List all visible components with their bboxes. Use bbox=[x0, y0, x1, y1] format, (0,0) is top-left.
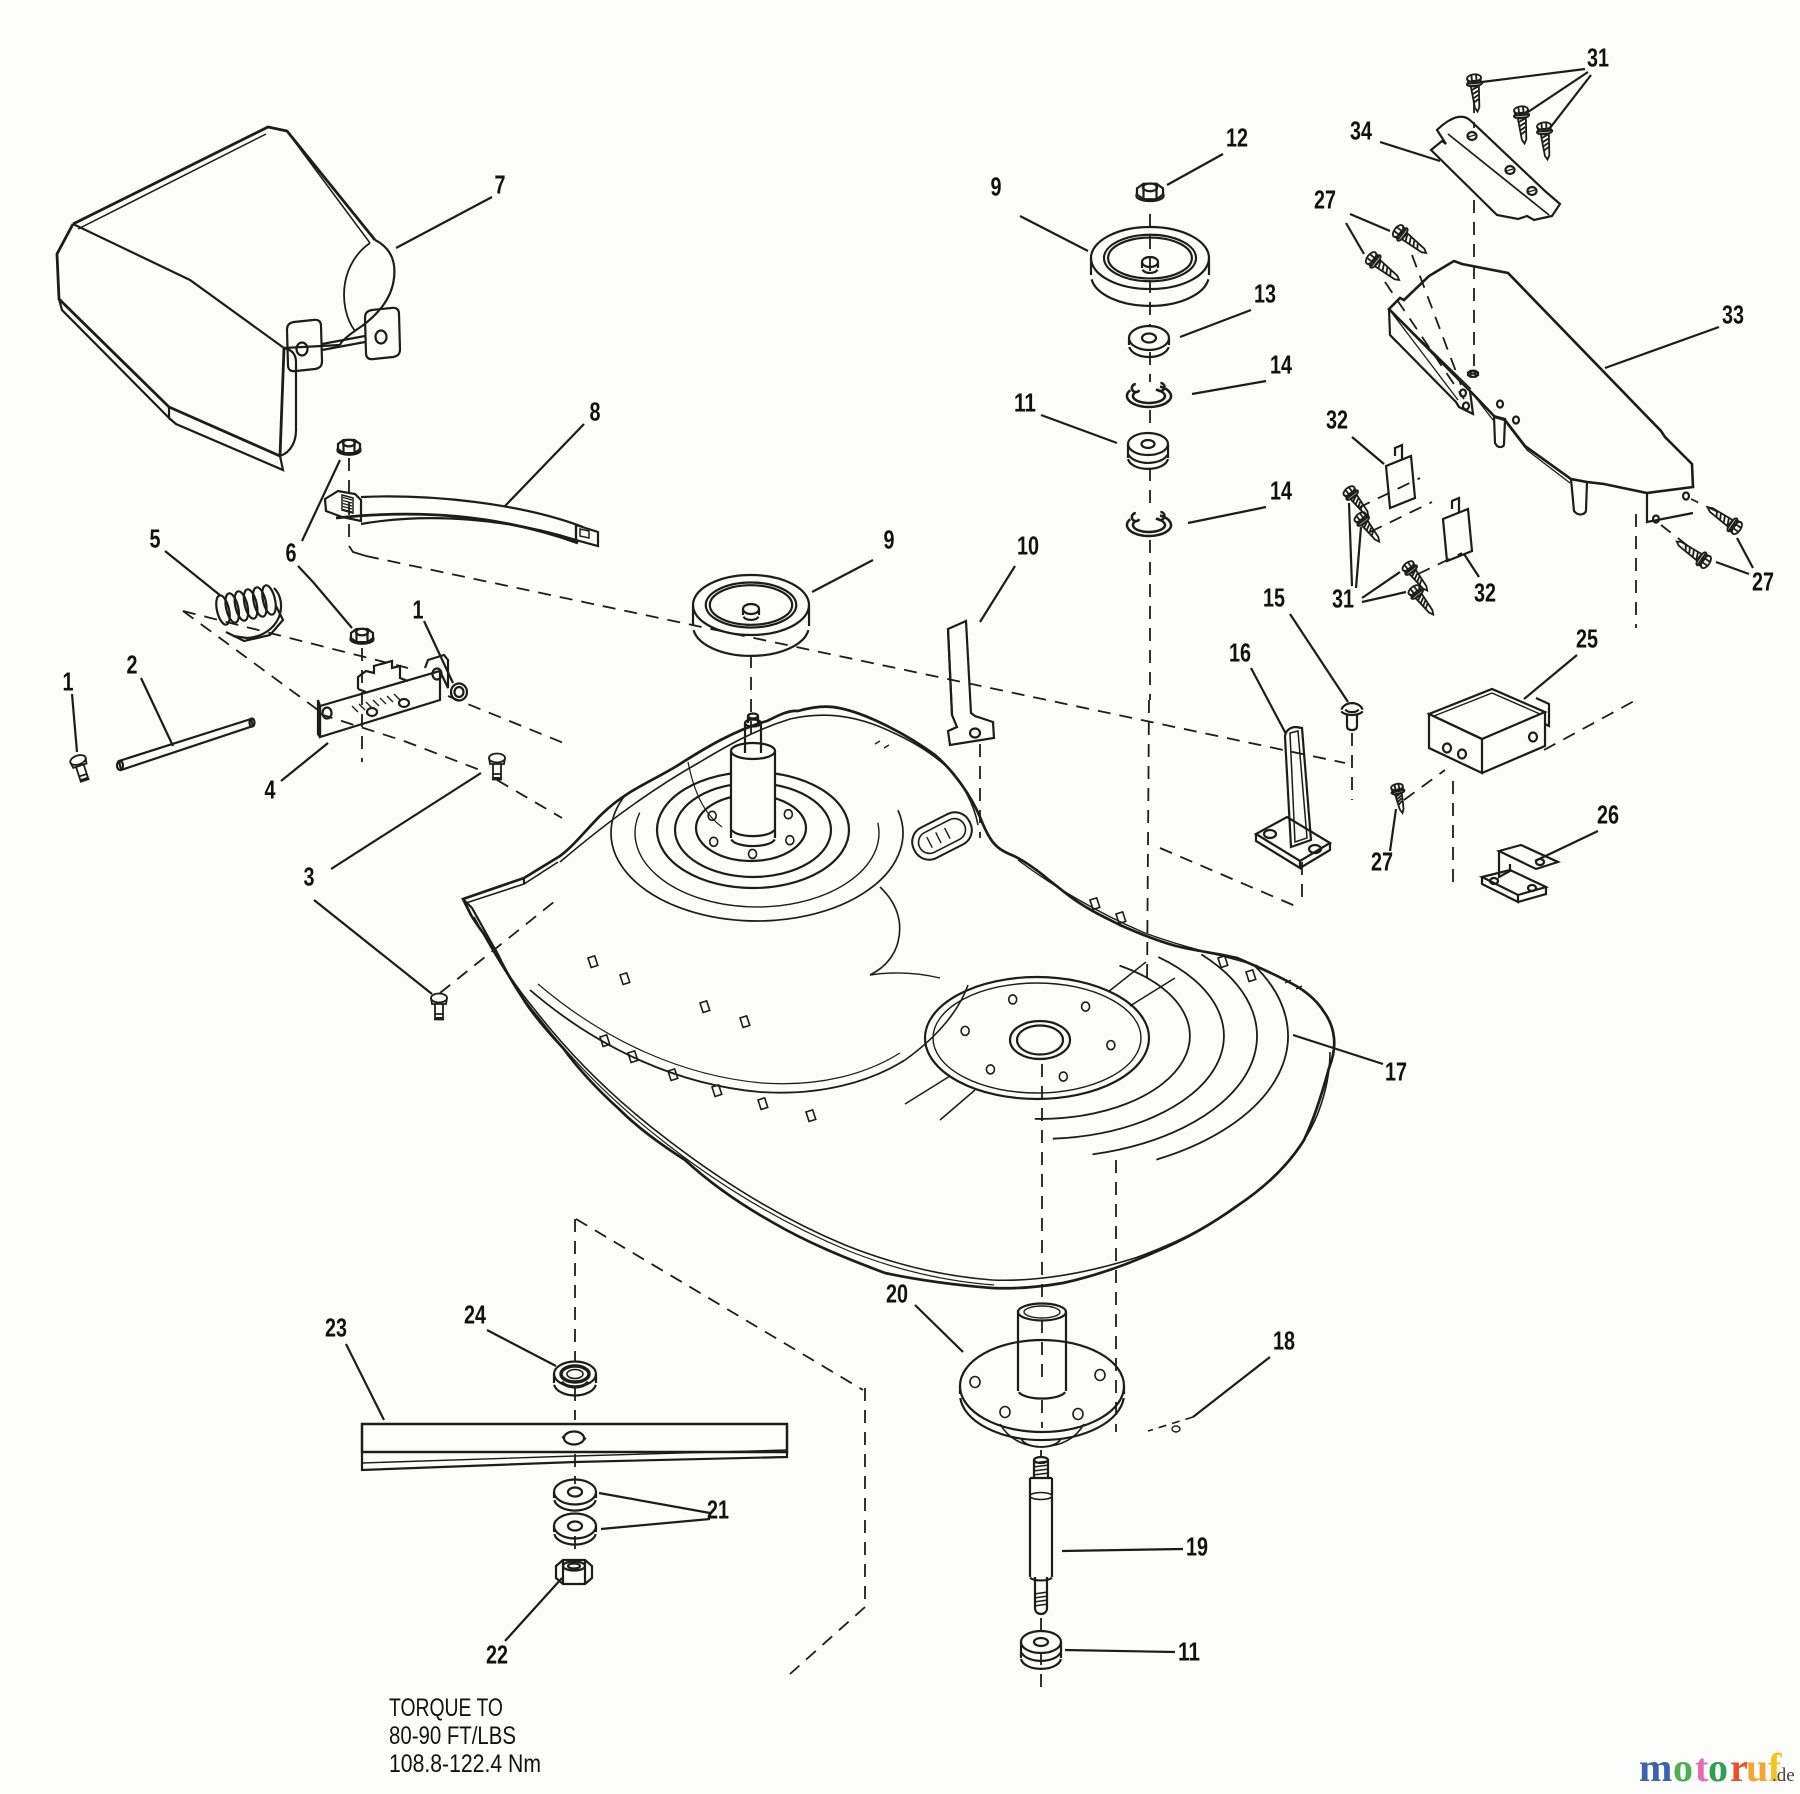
svg-text:4: 4 bbox=[265, 775, 276, 805]
svg-text:80-90 FT/LBS: 80-90 FT/LBS bbox=[389, 1722, 516, 1750]
svg-text:3: 3 bbox=[304, 862, 315, 892]
svg-text:m: m bbox=[1639, 1745, 1672, 1790]
svg-text:26: 26 bbox=[1597, 800, 1619, 830]
svg-text:14: 14 bbox=[1270, 476, 1292, 506]
svg-text:9: 9 bbox=[991, 172, 1002, 202]
svg-text:19: 19 bbox=[1186, 1532, 1208, 1562]
svg-text:1: 1 bbox=[413, 595, 424, 625]
svg-text:9: 9 bbox=[884, 525, 895, 555]
svg-text:16: 16 bbox=[1229, 638, 1251, 668]
svg-text:18: 18 bbox=[1273, 1326, 1295, 1356]
svg-text:108.8-122.4 Nm: 108.8-122.4 Nm bbox=[389, 1750, 541, 1778]
svg-text:10: 10 bbox=[1017, 531, 1039, 561]
svg-text:14: 14 bbox=[1270, 350, 1292, 380]
svg-text:f: f bbox=[1768, 1745, 1782, 1790]
svg-text:31: 31 bbox=[1587, 43, 1609, 73]
svg-text:27: 27 bbox=[1314, 185, 1336, 215]
svg-text:5: 5 bbox=[150, 524, 161, 554]
svg-text:7: 7 bbox=[495, 170, 506, 200]
svg-text:27: 27 bbox=[1371, 847, 1393, 877]
svg-text:8: 8 bbox=[590, 397, 601, 427]
svg-text:o: o bbox=[1708, 1745, 1728, 1790]
svg-text:11: 11 bbox=[1014, 388, 1036, 418]
svg-text:u: u bbox=[1746, 1745, 1768, 1790]
svg-text:25: 25 bbox=[1576, 624, 1598, 654]
svg-text:17: 17 bbox=[1385, 1057, 1407, 1087]
svg-text:27: 27 bbox=[1752, 567, 1774, 597]
svg-text:6: 6 bbox=[286, 538, 297, 568]
svg-text:13: 13 bbox=[1254, 279, 1276, 309]
svg-text:15: 15 bbox=[1263, 583, 1285, 613]
svg-text:12: 12 bbox=[1226, 123, 1248, 153]
svg-text:24: 24 bbox=[464, 1300, 486, 1330]
svg-text:21: 21 bbox=[707, 1495, 729, 1525]
svg-text:t: t bbox=[1695, 1745, 1709, 1790]
svg-text:22: 22 bbox=[486, 1640, 508, 1670]
svg-text:31: 31 bbox=[1332, 584, 1354, 614]
svg-text:32: 32 bbox=[1474, 578, 1496, 608]
svg-text:23: 23 bbox=[325, 1313, 347, 1343]
svg-text:33: 33 bbox=[1722, 300, 1744, 330]
svg-text:TORQUE TO: TORQUE TO bbox=[389, 1694, 503, 1722]
svg-text:r: r bbox=[1730, 1745, 1748, 1790]
svg-text:o: o bbox=[1673, 1745, 1693, 1790]
svg-text:20: 20 bbox=[886, 1279, 908, 1309]
svg-text:34: 34 bbox=[1350, 116, 1372, 146]
svg-text:32: 32 bbox=[1326, 405, 1348, 435]
svg-text:11: 11 bbox=[1178, 1637, 1200, 1667]
svg-text:1: 1 bbox=[63, 667, 74, 697]
svg-text:2: 2 bbox=[127, 650, 138, 680]
svg-text:.de: .de bbox=[1772, 1765, 1795, 1786]
